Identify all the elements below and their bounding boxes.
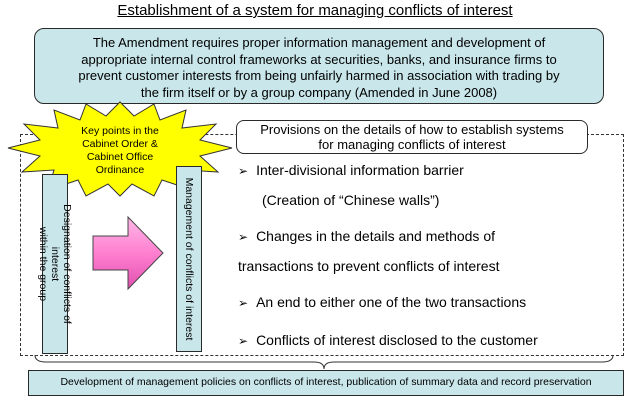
key-points-line: Cabinet Order & [82, 138, 158, 150]
amendment-line: The Amendment requires proper informatio… [92, 35, 546, 50]
designation-line: within the group [37, 226, 49, 302]
designation-line: interest [49, 246, 61, 282]
provisions-line: Provisions on the details of how to esta… [260, 122, 564, 137]
list-item-text: Inter-divisional information barrier [256, 162, 464, 178]
designation-bar: Designation of conflicts of interest wit… [37, 174, 73, 354]
key-points-line: Ordinance [95, 164, 145, 176]
amendment-box: The Amendment requires proper informatio… [34, 28, 604, 104]
brace-shape [34, 354, 614, 370]
list-item: ➢ Changes in the details and methods of [238, 228, 495, 244]
policy-box: Development of management policies on co… [28, 370, 624, 396]
designation-line: Designation of conflicts of [61, 204, 73, 324]
list-item: ➢ Conflicts of interest disclosed to the … [238, 332, 538, 348]
provisions-box: Provisions on the details of how to esta… [236, 120, 588, 154]
list-item-continuation: transactions to prevent conflicts of int… [238, 258, 500, 274]
amendment-line: the firm itself or by a group company (A… [140, 84, 498, 100]
key-points-line: Key points in the [81, 125, 159, 137]
amendment-line: prevent customer interests from being un… [78, 68, 560, 83]
bullet-arrow-icon: ➢ [238, 334, 249, 348]
bullet-arrow-icon: ➢ [238, 230, 249, 244]
bullet-arrow-icon: ➢ [238, 164, 249, 178]
list-item-text: Changes in the details and methods of [256, 228, 495, 244]
list-item: ➢ An end to either one of the two transac… [238, 294, 526, 310]
management-label: Management of conflicts of interest [183, 177, 195, 341]
provisions-line: for managing conflicts of interest [318, 137, 506, 152]
key-points-line: Cabinet Office [86, 151, 154, 163]
key-points-label: Key points in the Cabinet Order & Cabine… [60, 125, 180, 177]
list-item: ➢ Inter-divisional information barrier [238, 162, 464, 178]
amendment-line: appropriate internal control frameworks … [81, 51, 557, 67]
list-item-text: An end to either one of the two transact… [256, 294, 527, 310]
list-item-text: Conflicts of interest disclosed to the c… [256, 332, 538, 348]
arrow-shape [92, 216, 164, 290]
page-title: Establishment of a system for managing c… [117, 2, 513, 19]
bottom-brace [34, 354, 614, 370]
list-item-continuation: (Creation of “Chinese walls”) [262, 192, 440, 208]
management-bar: Management of conflicts of interest [176, 166, 202, 352]
bullet-arrow-icon: ➢ [238, 296, 249, 310]
right-arrow-icon [92, 216, 164, 290]
designation-label: Designation of conflicts of interest wit… [37, 184, 73, 344]
